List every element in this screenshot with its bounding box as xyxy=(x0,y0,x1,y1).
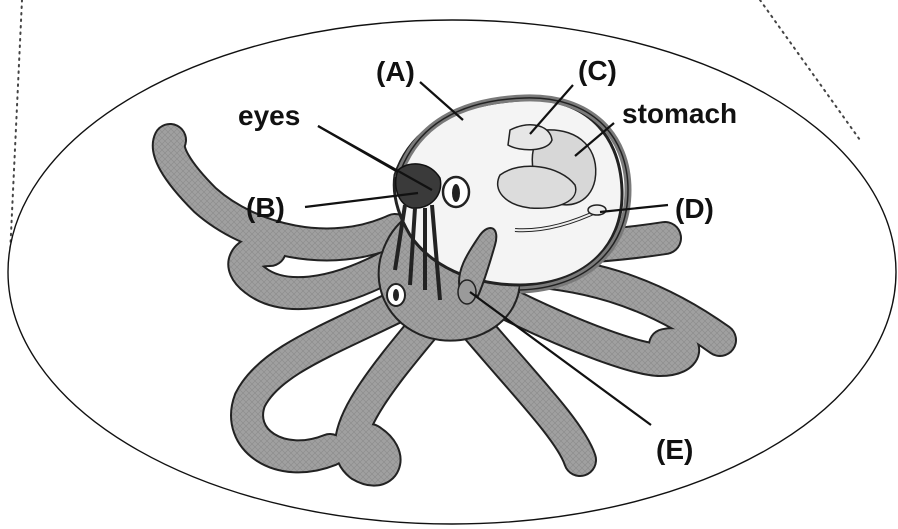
label-A: (A) xyxy=(376,56,415,87)
organ-C xyxy=(508,125,552,150)
label-D: (D) xyxy=(675,193,714,224)
label-B: (B) xyxy=(246,192,285,223)
label-C: (C) xyxy=(578,55,617,86)
label-E: (E) xyxy=(656,434,693,465)
label-stomach: stomach xyxy=(622,98,737,129)
label-eyes: eyes xyxy=(238,100,300,131)
